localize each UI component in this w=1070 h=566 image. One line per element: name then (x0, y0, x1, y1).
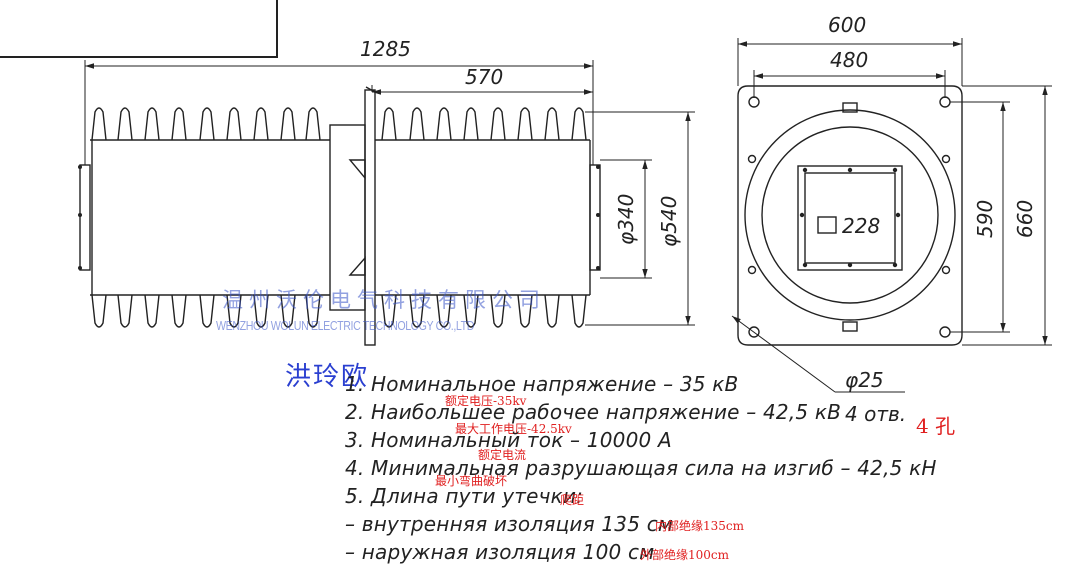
right-sheds (381, 107, 587, 328)
spec-note-cn: 最小弯曲破坏 (435, 474, 508, 488)
spec-note-cn: 内部绝缘135cm (655, 519, 745, 533)
insulator-shed (517, 107, 533, 328)
spec-note-cn: 爬距 (560, 493, 585, 507)
spec-note-cn: 外部绝缘100cm (640, 548, 730, 562)
insulator-shed (144, 107, 160, 328)
dim-total-length: 1285 (360, 37, 411, 61)
hole-count-cn: 4 孔 (916, 414, 956, 438)
insulator-shed (253, 107, 269, 328)
insulator-shed (436, 107, 452, 328)
dim-conductor-size: 228 (842, 214, 880, 238)
insulator-shed (305, 107, 321, 328)
insulator-shed (463, 107, 479, 328)
spec-line: 3. Номинальный ток – 10000 А (345, 428, 672, 452)
insulator-shed (381, 107, 397, 328)
bushing-body-edge (91, 140, 591, 295)
spec-line: 2. Наибольшее рабочее напряжение – 42,5 … (345, 400, 842, 424)
spec-note-cn: 额定电流 (478, 448, 527, 462)
spec-line: 4. Минимальная разрушающая сила на изгиб… (345, 456, 937, 480)
dim-outer-diameter: φ540 (657, 196, 681, 247)
hole-count: 4 отв. (845, 402, 907, 426)
conductor-center-mark (817, 216, 837, 234)
spec-line: 1. Номинальное напряжение – 35 кВ (345, 372, 739, 396)
dim-flange-width: 600 (828, 13, 866, 37)
mounting-flange-block (329, 124, 366, 311)
dim-bolt-spacing: 480 (830, 48, 868, 72)
insulator-shed (409, 107, 425, 328)
spec-note-cn: 额定电压-35kv (445, 394, 527, 408)
insulator-shed (280, 107, 296, 328)
insulator-shed (91, 107, 107, 328)
insulator-shed (199, 107, 215, 328)
spec-note-cn: 最大工作电压-42.5kv (455, 422, 572, 436)
insulator-shed (117, 107, 133, 328)
watermark-company-cn: 温州沃伦电气科技有限公司 (222, 288, 546, 312)
left-terminal (79, 164, 91, 271)
insulator-shed (171, 107, 187, 328)
flange-outline (737, 85, 963, 346)
insulator-shed (544, 107, 560, 328)
insulator-shed (571, 107, 587, 328)
spec-line: 5. Длина пути утечки: (345, 484, 584, 508)
outer-ring (744, 109, 956, 321)
insulator-shed (226, 107, 242, 328)
seller-name: 洪玲欧 (285, 362, 370, 392)
conductor-square-outer (797, 165, 903, 271)
inner-ring (761, 126, 939, 304)
dim-hole-diameter: φ25 (845, 368, 884, 392)
watermark-company-en: WENZHOU WOLUN ELECTRIC TECHNOLOGY CO.,LT… (216, 318, 475, 333)
flange-end-view (737, 85, 963, 346)
bushing-side-view (78, 86, 601, 346)
dim-bolt-spacing-vertical: 590 (973, 200, 997, 238)
title-block (0, 0, 278, 58)
dim-flange-height: 660 (1013, 200, 1037, 238)
insulator-shed (490, 107, 506, 328)
right-terminal (589, 164, 601, 271)
dim-inner-diameter: φ340 (614, 194, 638, 245)
dim-flange-length: 570 (465, 65, 503, 89)
spec-line: – внутренняя изоляция 135 см (345, 512, 674, 536)
spec-line: – наружная изоляция 100 см (345, 540, 655, 564)
